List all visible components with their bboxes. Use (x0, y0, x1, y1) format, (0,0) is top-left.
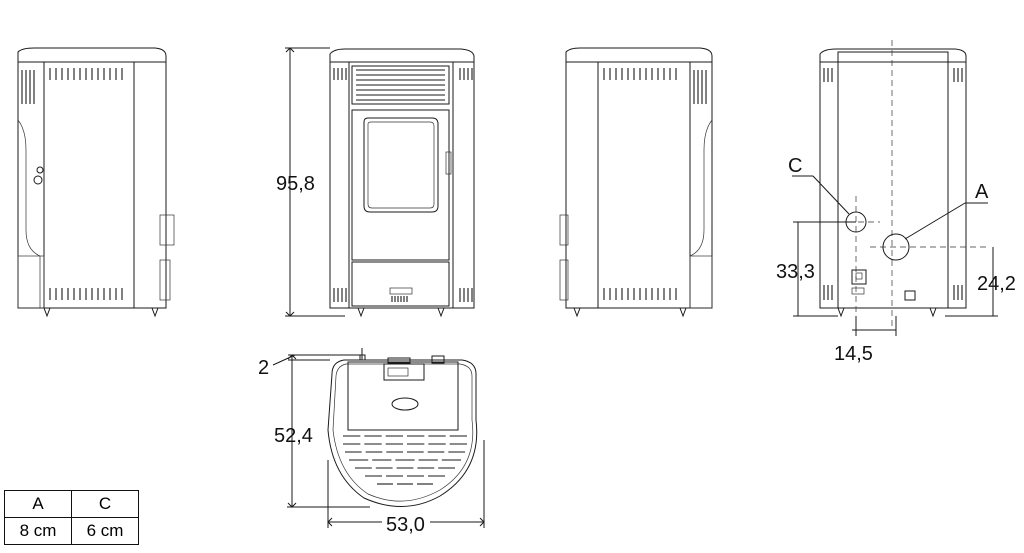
dim-height: 95,8 (276, 173, 315, 195)
rear-view: C A 33,3 24,2 14,5 (776, 40, 1016, 365)
top-view: 2 52,4 53,0 (258, 348, 485, 536)
left-side-view (17, 47, 175, 318)
height-dimension: 95,8 (276, 47, 345, 317)
value-a: 8 cm (4, 517, 72, 545)
table-value-row: 8 cm 6 cm (4, 517, 139, 545)
right-side-top-grill (603, 68, 677, 80)
dim-depth: 52,4 (274, 425, 313, 447)
dim-width: 53,0 (386, 514, 425, 536)
label-c: C (788, 155, 802, 177)
value-c: 6 cm (71, 517, 139, 545)
right-side-bottom-grill (603, 288, 677, 300)
header-a: A (4, 490, 72, 518)
left-side-edge-grill (21, 70, 35, 104)
header-c: C (71, 490, 139, 518)
table-header-row: A C (4, 490, 139, 518)
outlet-diameter-table: A C 8 cm 6 cm (4, 490, 139, 545)
right-side-view (559, 47, 713, 318)
dim-offset: 2 (258, 357, 269, 379)
front-view (329, 48, 475, 318)
left-side-top-grill (49, 68, 123, 80)
label-a: A (975, 181, 989, 203)
top-view-vent-grill (343, 435, 467, 485)
dim-a-height: 24,2 (977, 273, 1016, 295)
left-side-bottom-grill (49, 288, 123, 300)
outlet-a (882, 233, 910, 261)
front-top-grill (356, 69, 445, 101)
dim-c-height: 33,3 (776, 261, 815, 283)
dim-spacing: 14,5 (834, 343, 873, 365)
